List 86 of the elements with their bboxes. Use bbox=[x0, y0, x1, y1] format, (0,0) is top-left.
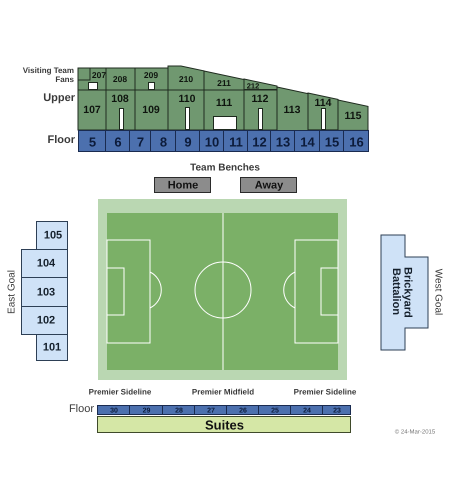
seating-section bbox=[277, 86, 308, 130]
seating-section bbox=[21, 249, 68, 278]
seating-section bbox=[78, 90, 106, 130]
section-number: 104 bbox=[36, 258, 56, 270]
tier-label: Floor bbox=[68, 402, 94, 416]
tier-label: Upper bbox=[43, 92, 75, 104]
bench-label: Away bbox=[254, 180, 284, 191]
section-name: Brickyard Battalion bbox=[389, 266, 413, 320]
section-number: 111 bbox=[216, 98, 232, 108]
seating-section bbox=[338, 100, 368, 130]
seating-section bbox=[343, 130, 369, 152]
seating-section bbox=[270, 130, 295, 152]
section-number: 11 bbox=[229, 135, 243, 148]
area-label: Team Benches bbox=[190, 162, 260, 174]
seating-section bbox=[21, 277, 68, 307]
seating-section bbox=[21, 306, 68, 335]
section-number: 7 bbox=[136, 135, 144, 148]
section-number: 16 bbox=[349, 135, 364, 148]
seating-section bbox=[258, 405, 291, 415]
seating-section bbox=[162, 405, 195, 415]
section-number: 8 bbox=[160, 135, 168, 148]
seating-section bbox=[36, 221, 68, 250]
section-number: 211 bbox=[217, 78, 231, 88]
end-label: East Goal bbox=[6, 270, 18, 314]
bench-area bbox=[240, 177, 297, 193]
seating-section bbox=[223, 130, 248, 152]
section-number: 13 bbox=[276, 135, 290, 148]
section-number: 103 bbox=[36, 288, 56, 298]
zone-label: Premier Sideline bbox=[88, 388, 152, 398]
seating-section bbox=[105, 130, 130, 152]
section-number: 207 bbox=[92, 70, 106, 80]
section-number: 110 bbox=[178, 94, 196, 104]
section-number: 10 bbox=[204, 135, 220, 148]
section-number: 105 bbox=[44, 230, 62, 242]
section-number: 102 bbox=[36, 316, 56, 326]
seating-section bbox=[290, 405, 323, 415]
section-number: 109 bbox=[142, 104, 160, 116]
section-number: 12 bbox=[252, 135, 267, 148]
seating-section bbox=[381, 235, 428, 350]
seating-section bbox=[135, 68, 168, 90]
end-label: West Goal bbox=[432, 268, 444, 316]
seating-section bbox=[199, 130, 224, 152]
bench-label: Home bbox=[168, 180, 198, 191]
seating-section bbox=[135, 90, 168, 130]
section-number: 9 bbox=[184, 135, 192, 148]
seating-section bbox=[36, 334, 68, 361]
seating-section bbox=[97, 405, 130, 415]
section-number: 108 bbox=[111, 94, 129, 104]
seating-section bbox=[168, 90, 204, 130]
seating-section bbox=[226, 405, 259, 415]
seating-section bbox=[78, 130, 106, 152]
seating-section bbox=[194, 405, 227, 415]
seating-section bbox=[247, 130, 271, 152]
seating-section bbox=[129, 405, 163, 415]
section-number: 208 bbox=[112, 74, 128, 84]
section-number: 112 bbox=[252, 94, 268, 104]
section-number: 101 bbox=[42, 342, 62, 354]
section-number: 113 bbox=[284, 104, 300, 116]
section-number: 5 bbox=[88, 135, 96, 148]
seating-section bbox=[308, 93, 338, 130]
seating-section bbox=[106, 68, 135, 90]
section-number: 115 bbox=[344, 110, 362, 122]
seating-section bbox=[78, 68, 106, 90]
zone-label: Premier Sideline bbox=[294, 388, 356, 398]
seating-section bbox=[150, 130, 176, 152]
tier-label: Visiting Team Fans bbox=[22, 67, 74, 85]
tier-label: Floor bbox=[48, 134, 75, 146]
zone-label: Premier Midfield bbox=[192, 388, 254, 398]
section-number: 210 bbox=[178, 74, 194, 84]
seating-section bbox=[168, 66, 204, 90]
seating-section bbox=[319, 130, 344, 152]
seating-section bbox=[294, 130, 320, 152]
seating-section bbox=[322, 405, 351, 415]
section-name: Suites bbox=[205, 418, 244, 432]
section-number: 114 bbox=[314, 98, 332, 108]
seating-section bbox=[106, 90, 135, 130]
seating-section bbox=[175, 130, 200, 152]
seating-section bbox=[129, 130, 151, 152]
section-number: 15 bbox=[324, 135, 340, 148]
seating-section bbox=[204, 90, 244, 130]
section-number: 6 bbox=[114, 135, 122, 148]
bench-area bbox=[154, 177, 211, 193]
section-number: 107 bbox=[83, 104, 101, 116]
seating-section bbox=[97, 416, 351, 433]
section-number: 209 bbox=[144, 70, 158, 80]
section-number: 14 bbox=[300, 135, 315, 148]
